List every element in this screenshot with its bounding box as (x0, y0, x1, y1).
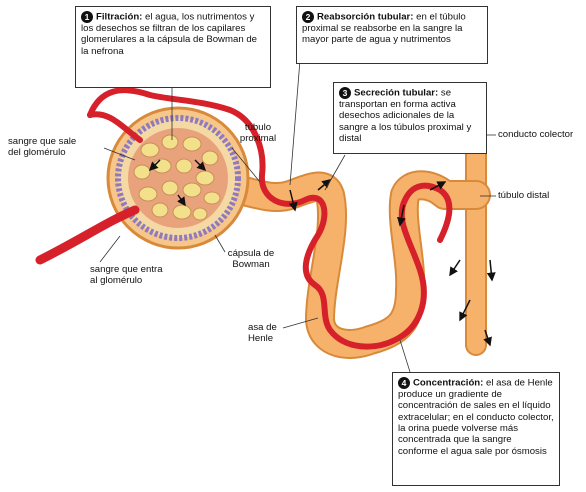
step-3-number-badge: 3 (339, 87, 351, 99)
step-4-number-badge: 4 (398, 377, 410, 389)
step-2-title: Reabsorción tubular: (317, 12, 413, 23)
label-blood-in: sangre que entra al glomérulo (90, 264, 190, 287)
step-3-title: Secreción tubular: (354, 88, 438, 99)
label-loop-of-henle: asa de Henle (248, 322, 288, 345)
blood-in-vessel (40, 210, 135, 260)
label-bowman-capsule: cápsula de Bowman (216, 248, 286, 271)
step-4-text: el asa de Henle produce un gradiente de … (398, 378, 554, 457)
step-2-number-badge: 2 (302, 11, 314, 23)
label-blood-out: sangre que sale del glomérulo (8, 136, 108, 159)
label-collecting-duct: conducto colector (498, 129, 584, 140)
label-proximal-tubule: túbulo proximal (228, 122, 288, 145)
step-1-title: Filtración: (96, 12, 142, 23)
step-4-title: Concentración: (413, 378, 483, 389)
label-distal-tubule: túbulo distal (498, 190, 578, 201)
step-1-number-badge: 1 (81, 11, 93, 23)
